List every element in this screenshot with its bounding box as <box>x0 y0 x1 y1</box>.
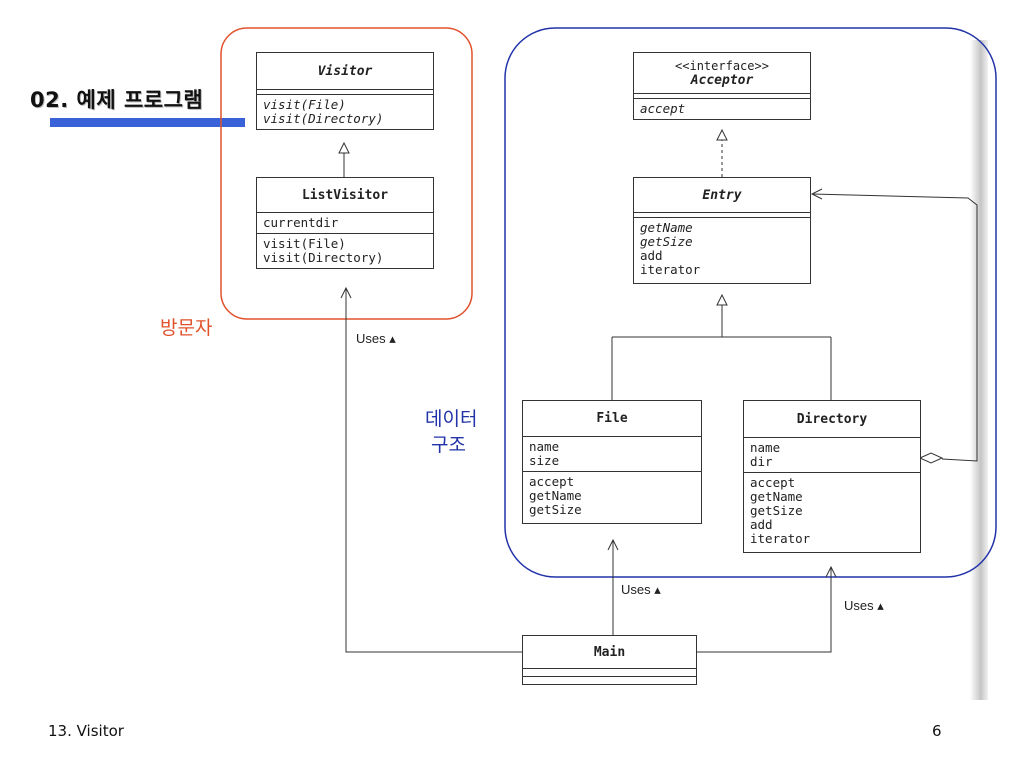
file-class-name: File <box>523 401 701 437</box>
visitor-op: visit(Directory) <box>263 111 384 126</box>
entry-op: getSize <box>640 234 693 249</box>
file-field: name <box>529 439 560 454</box>
aggregation-arrowhead <box>810 188 823 200</box>
listvisitor-class: ListVisitor currentdir visit(File) visit… <box>256 177 434 269</box>
directory-uses-arrowhead <box>825 565 837 578</box>
directory-class: Directory name dir accept getName getSiz… <box>743 400 921 553</box>
acceptor-operations: accept <box>634 99 810 119</box>
slide-title: 02. 예제 프로그램 <box>30 88 204 112</box>
entry-op: iterator <box>640 262 701 277</box>
main-operations-compartment <box>523 677 696 684</box>
aggregation-diamond <box>918 452 944 464</box>
directory-op: add <box>750 517 773 532</box>
directory-op: iterator <box>750 531 811 546</box>
main-uses-directory-line <box>697 567 832 653</box>
uses-label-directory: Uses ▴ <box>844 598 884 613</box>
visitor-operations: visit(File) visit(Directory) <box>257 95 433 129</box>
file-uses-arrowhead <box>607 538 619 551</box>
main-class-name: Main <box>523 636 696 669</box>
acceptor-class-name: Acceptor <box>690 72 754 88</box>
visitor-class: Visitor visit(File) visit(Directory) <box>256 52 434 130</box>
file-op: getSize <box>529 502 582 517</box>
directory-operations: accept getName getSize add iterator <box>744 473 920 552</box>
main-fields-compartment <box>523 669 696 677</box>
acceptor-header: <<interface>> Acceptor <box>634 53 810 94</box>
entry-op: add <box>640 248 663 263</box>
acceptor-interface: <<interface>> Acceptor accept <box>633 52 811 120</box>
acceptor-realization-arrowhead <box>716 128 728 141</box>
entry-inheritance-arrowhead <box>716 293 728 306</box>
data-structure-group-outline <box>504 27 997 578</box>
entry-fields-compartment <box>634 213 810 218</box>
acceptor-op: accept <box>640 101 686 116</box>
listvisitor-uses-arrowhead <box>340 286 352 299</box>
page-number: 6 <box>932 722 942 740</box>
listvisitor-class-name: ListVisitor <box>257 178 433 213</box>
entry-class: Entry getName getSize add iterator <box>633 177 811 284</box>
file-class: File name size accept getName getSize <box>522 400 702 524</box>
visitor-inheritance-arrowhead <box>338 141 350 154</box>
directory-class-name: Directory <box>744 401 920 438</box>
acceptor-stereotype: <<interface>> <box>675 58 769 73</box>
directory-op: accept <box>750 475 796 490</box>
scan-page-edge <box>970 40 988 700</box>
uses-label-file: Uses ▴ <box>621 582 661 597</box>
footer-course-label: 13. Visitor <box>48 722 124 740</box>
listvisitor-op: visit(Directory) <box>263 250 384 265</box>
visitor-fields-compartment <box>257 90 433 95</box>
file-op: accept <box>529 474 575 489</box>
file-fields: name size <box>523 437 701 472</box>
file-field: size <box>529 453 560 468</box>
directory-op: getSize <box>750 503 803 518</box>
listvisitor-field: currentdir <box>263 215 339 230</box>
data-structure-group-label: 데이터 구조 <box>425 408 478 456</box>
directory-field: name <box>750 440 781 455</box>
directory-op: getName <box>750 489 803 504</box>
listvisitor-op: visit(File) <box>263 236 346 251</box>
title-underline-bar <box>50 118 245 127</box>
main-class: Main <box>522 635 697 685</box>
visitor-class-name: Visitor <box>257 53 433 90</box>
listvisitor-operations: visit(File) visit(Directory) <box>257 234 433 268</box>
visitor-group-label: 방문자 <box>160 317 213 339</box>
acceptor-fields-compartment <box>634 94 810 99</box>
file-op: getName <box>529 488 582 503</box>
directory-fields: name dir <box>744 438 920 473</box>
visitor-op: visit(File) <box>263 97 346 112</box>
entry-op: getName <box>640 220 693 235</box>
entry-operations: getName getSize add iterator <box>634 218 810 283</box>
entry-class-name: Entry <box>634 178 810 213</box>
main-uses-listvisitor-line <box>345 288 522 653</box>
directory-field: dir <box>750 454 773 469</box>
uses-label-listvisitor: Uses ▴ <box>356 331 396 346</box>
listvisitor-fields: currentdir <box>257 213 433 234</box>
aggregation-line <box>811 193 978 462</box>
file-operations: accept getName getSize <box>523 472 701 523</box>
